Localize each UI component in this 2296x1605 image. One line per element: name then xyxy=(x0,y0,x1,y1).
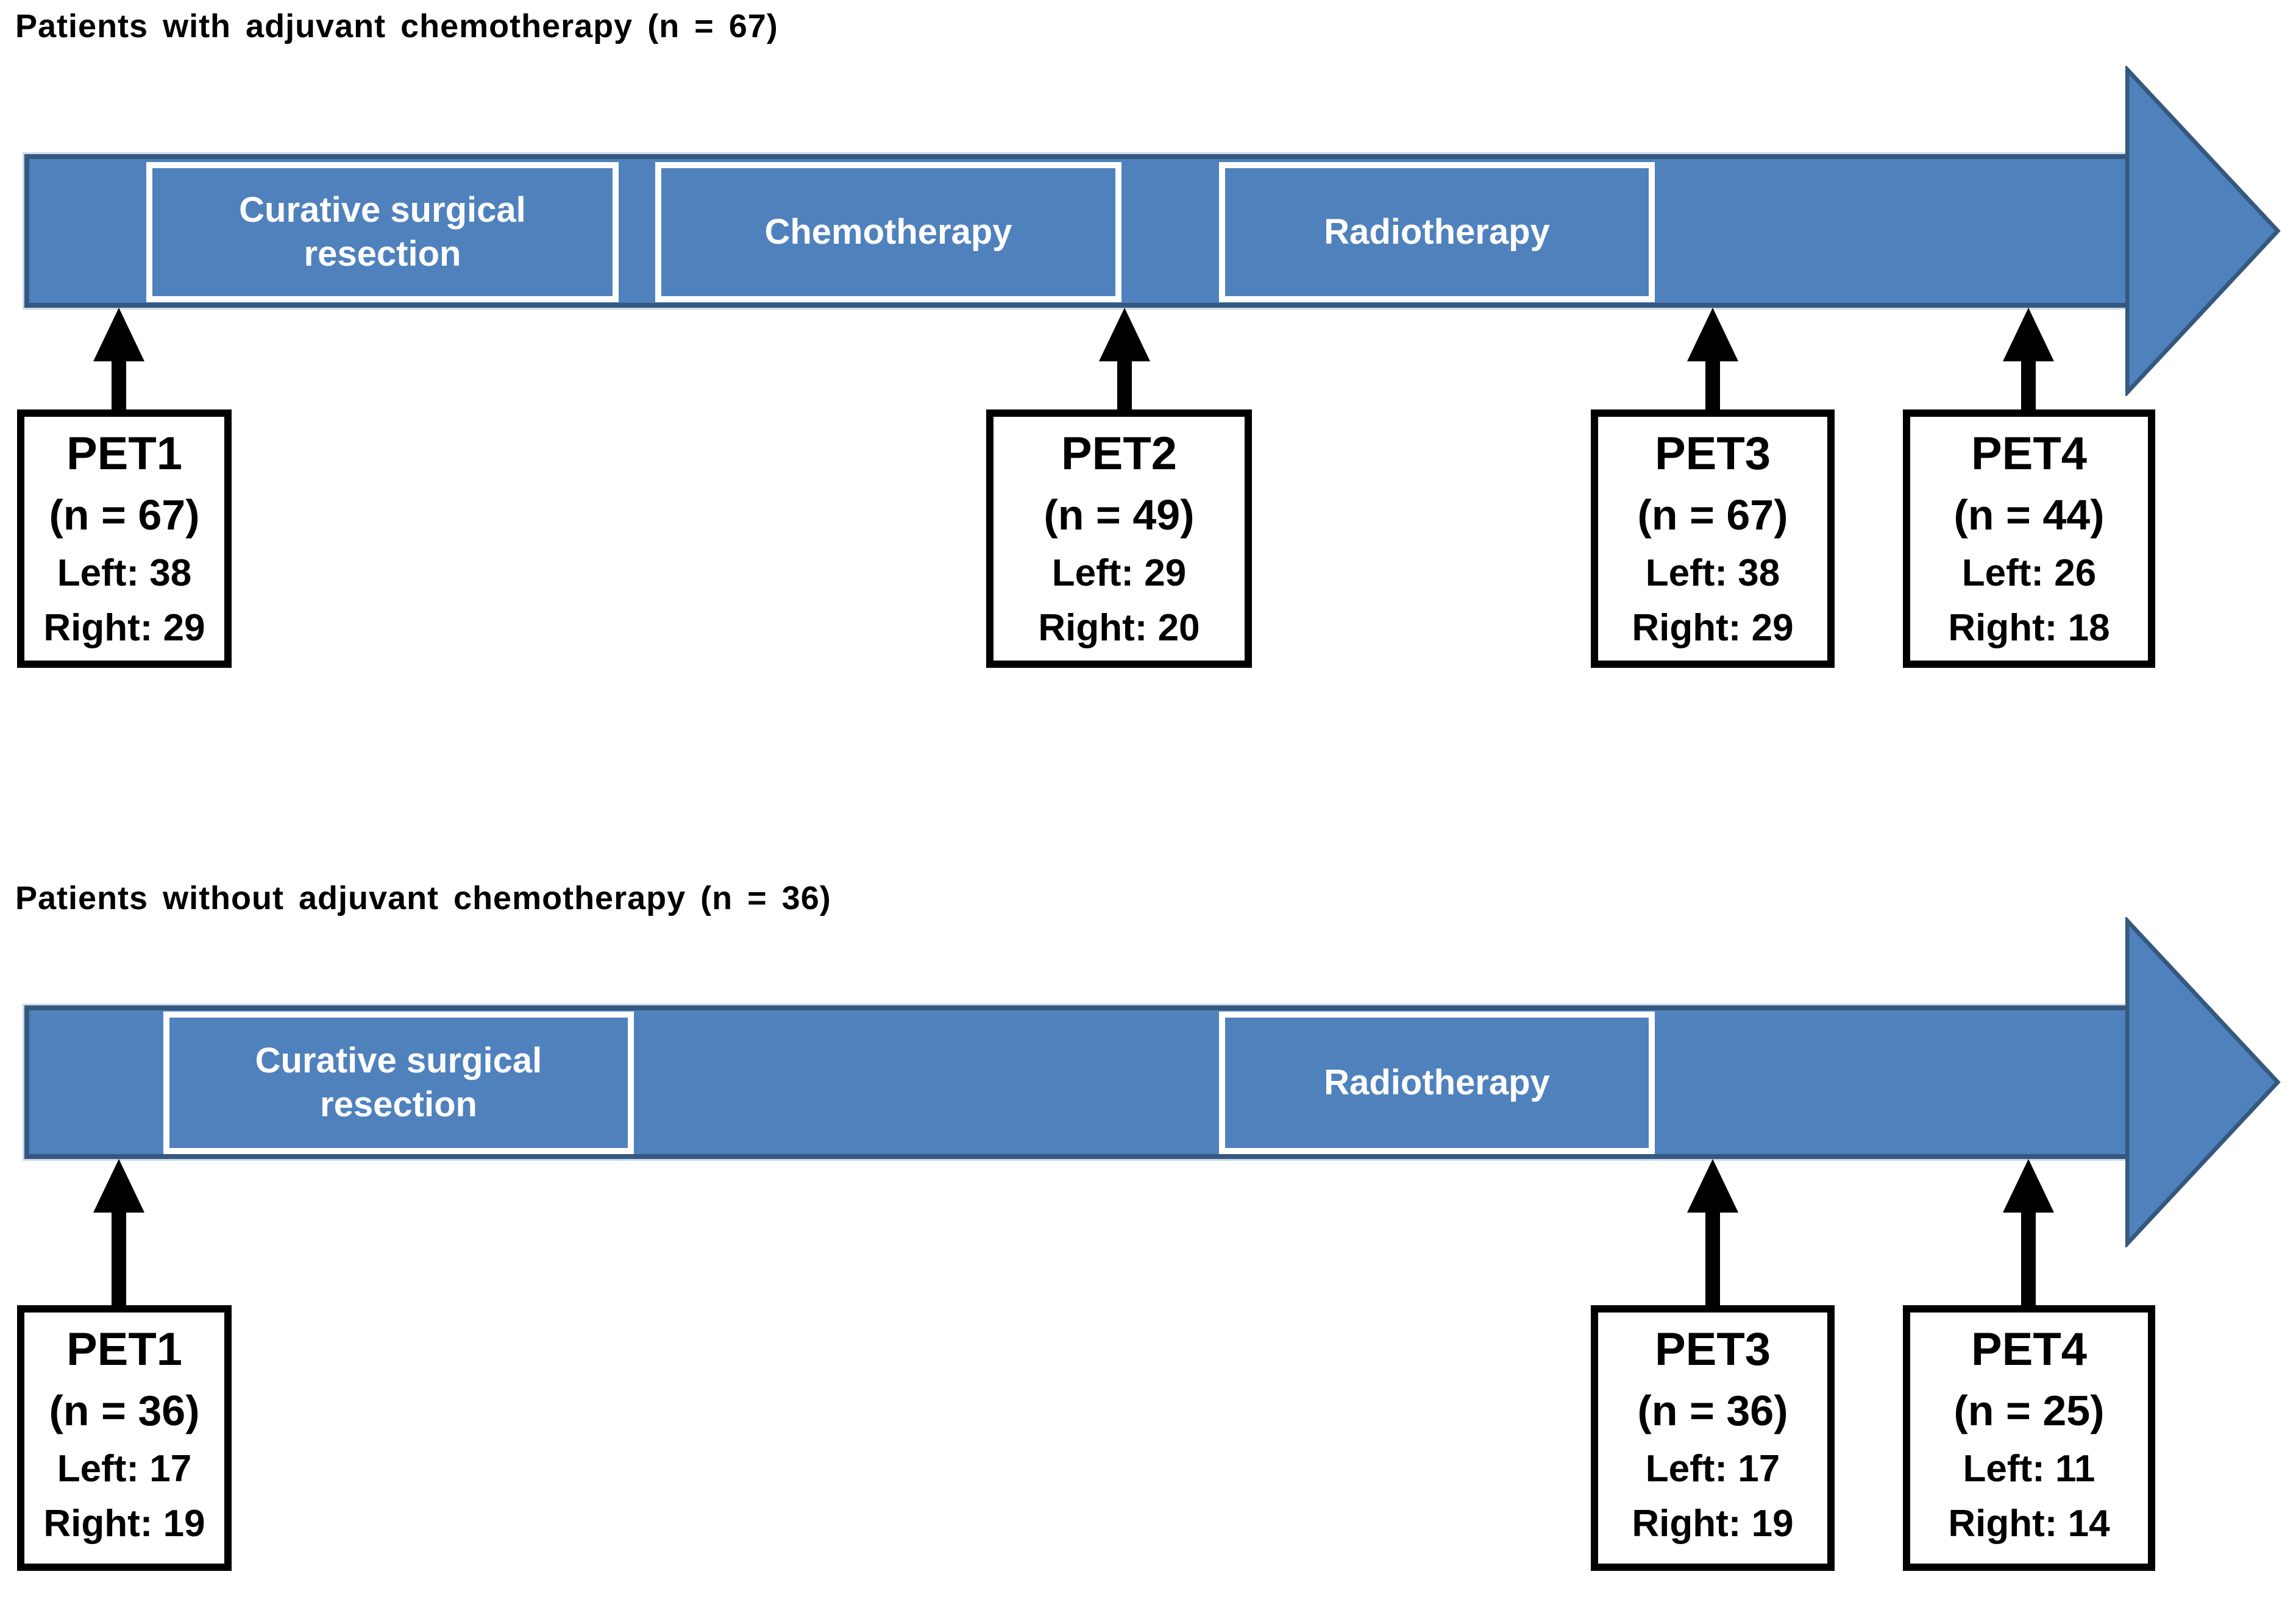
up-arrow-shaft xyxy=(2021,361,2036,409)
pet-name: PET2 xyxy=(1061,428,1178,480)
stage-label: Chemotherapy xyxy=(764,212,1012,252)
pet-name: PET4 xyxy=(1971,1323,2088,1375)
pet-right-count: Right: 19 xyxy=(43,1503,205,1545)
pet-box-pet3: PET3 (n = 36) Left: 17 Right: 19 xyxy=(1591,1305,1835,1571)
pet-box-pet3: PET3 (n = 67) Left: 38 Right: 29 xyxy=(1591,409,1835,668)
pet-box-pet4: PET4 (n = 25) Left: 11 Right: 14 xyxy=(1903,1305,2155,1571)
stage-label: Curative surgical resection xyxy=(239,190,526,274)
pet-right-count: Right: 19 xyxy=(1632,1503,1794,1545)
pet-box-pet2: PET2 (n = 49) Left: 29 Right: 20 xyxy=(986,409,1252,668)
stage-box-radiotherapy: Radiotherapy xyxy=(1219,162,1655,302)
up-arrow-shaft xyxy=(112,361,126,409)
pet-n-count: (n = 49) xyxy=(1043,491,1195,539)
up-arrow-shaft xyxy=(1705,1213,1720,1305)
up-arrow-head-icon xyxy=(1687,1159,1738,1213)
pet-right-count: Right: 18 xyxy=(1948,607,2110,649)
pet-left-count: Left: 17 xyxy=(57,1448,192,1490)
section-title: Patients with adjuvant chemotherapy (n =… xyxy=(15,8,778,44)
up-arrow-head-icon xyxy=(1687,308,1738,361)
stage-box-curative-resection: Curative surgical resection xyxy=(146,162,619,302)
up-arrow-icon xyxy=(1687,308,1738,409)
stage-label: Radiotherapy xyxy=(1324,212,1550,252)
stage-box-curative-resection: Curative surgical resection xyxy=(163,1012,634,1154)
pet-n-count: (n = 36) xyxy=(1637,1387,1788,1434)
up-arrow-icon xyxy=(93,308,144,409)
pet-n-count: (n = 44) xyxy=(1953,491,2105,539)
pet-right-count: Right: 14 xyxy=(1948,1503,2110,1545)
pet-n-count: (n = 36) xyxy=(49,1387,200,1434)
pet-n-count: (n = 67) xyxy=(49,491,200,539)
pet-name: PET1 xyxy=(66,1323,183,1375)
pet-left-count: Left: 17 xyxy=(1645,1448,1780,1490)
stage-box-radiotherapy: Radiotherapy xyxy=(1219,1012,1655,1154)
pet-right-count: Right: 29 xyxy=(43,607,205,649)
up-arrow-head-icon xyxy=(2003,308,2054,361)
pet-n-count: (n = 25) xyxy=(1953,1387,2105,1434)
pet-box-pet1: PET1 (n = 67) Left: 38 Right: 29 xyxy=(17,409,232,668)
pet-left-count: Left: 38 xyxy=(57,552,192,594)
pet-box-pet4: PET4 (n = 44) Left: 26 Right: 18 xyxy=(1903,409,2155,668)
up-arrow-icon xyxy=(2003,308,2054,409)
pet-right-count: Right: 29 xyxy=(1632,607,1794,649)
pet-name: PET4 xyxy=(1971,428,2088,480)
up-arrow-head-icon xyxy=(2003,1159,2054,1213)
timeline-arrowhead-icon xyxy=(2125,66,2281,396)
stage-box-chemotherapy: Chemotherapy xyxy=(655,162,1121,302)
pet-name: PET3 xyxy=(1654,1323,1771,1375)
up-arrow-head-icon xyxy=(1099,308,1150,361)
up-arrow-icon xyxy=(1687,1159,1738,1305)
pet-right-count: Right: 20 xyxy=(1038,607,1200,649)
up-arrow-head-icon xyxy=(93,308,144,361)
section-title: Patients without adjuvant chemotherapy (… xyxy=(15,880,831,916)
stage-label: Radiotherapy xyxy=(1324,1063,1550,1102)
pet-name: PET1 xyxy=(66,428,183,480)
up-arrow-shaft xyxy=(1117,361,1132,409)
pet-left-count: Left: 29 xyxy=(1051,552,1187,594)
up-arrow-head-icon xyxy=(93,1159,144,1213)
pet-name: PET3 xyxy=(1654,428,1771,480)
stage-label: Curative surgical resection xyxy=(255,1041,542,1124)
pet-left-count: Left: 38 xyxy=(1645,552,1780,594)
up-arrow-shaft xyxy=(112,1213,126,1305)
pet-box-pet1: PET1 (n = 36) Left: 17 Right: 19 xyxy=(17,1305,232,1571)
timeline-arrowhead-icon xyxy=(2125,917,2281,1247)
pet-left-count: Left: 11 xyxy=(1963,1448,2095,1490)
up-arrow-shaft xyxy=(2021,1213,2036,1305)
up-arrow-icon xyxy=(2003,1159,2054,1305)
pet-n-count: (n = 67) xyxy=(1637,491,1788,539)
up-arrow-shaft xyxy=(1705,361,1720,409)
up-arrow-icon xyxy=(93,1159,144,1305)
pet-left-count: Left: 26 xyxy=(1961,552,2097,594)
up-arrow-icon xyxy=(1099,308,1150,409)
